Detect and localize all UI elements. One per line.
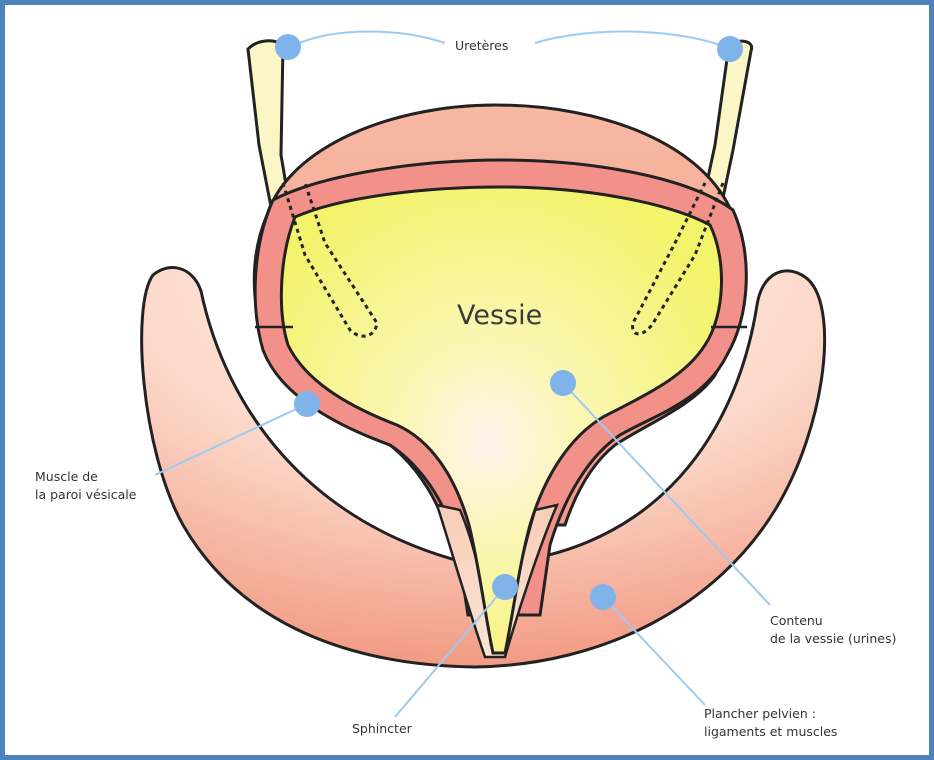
label-contenu-line2: de la vessie (urines)	[770, 630, 896, 647]
label-ureteres: Uretères	[455, 37, 508, 54]
label-muscle-line2: la paroi vésicale	[35, 486, 136, 503]
marker-ureter-left	[275, 34, 301, 60]
label-muscle-line1: Muscle de	[35, 468, 98, 485]
marker-ureter-right	[717, 36, 743, 62]
marker-pelvic-floor	[590, 584, 616, 610]
marker-content	[550, 370, 576, 396]
label-sphincter: Sphincter	[352, 720, 412, 737]
marker-muscle-wall	[294, 391, 320, 417]
label-plancher-line1: Plancher pelvien :	[704, 705, 816, 722]
diagram-title: Vessie	[457, 300, 542, 331]
label-contenu-line1: Contenu	[770, 612, 823, 629]
label-plancher-line2: ligaments et muscles	[704, 723, 837, 740]
marker-sphincter	[492, 574, 518, 600]
